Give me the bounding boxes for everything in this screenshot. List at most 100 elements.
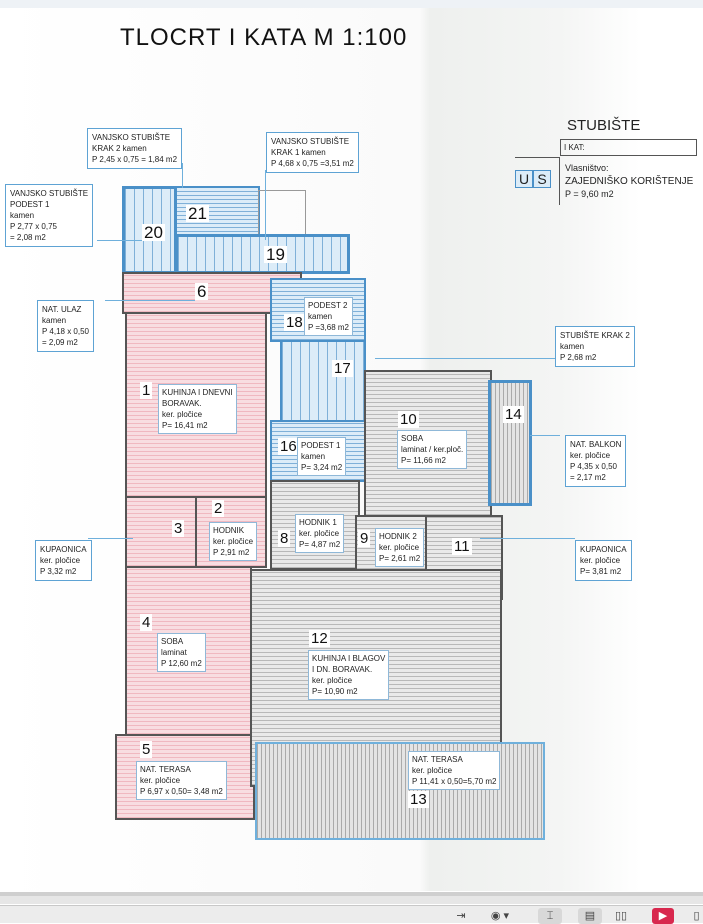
room-number: 17 <box>332 360 353 377</box>
room-number: 16 <box>278 438 299 455</box>
callout-line: kamen <box>10 211 35 220</box>
label-line: ker. pločice <box>299 529 340 538</box>
callout-line: NAT. BALKON <box>570 440 622 449</box>
callout-line: STUBIŠTE KRAK 2 <box>560 331 630 340</box>
room-number: 9 <box>358 530 371 547</box>
label-line: laminat <box>161 648 187 657</box>
callout-line: P= 3,81 m2 <box>580 567 622 576</box>
horizontal-scrollbar[interactable] <box>0 892 703 904</box>
legend-floor: I KAT: <box>560 139 697 156</box>
leader-line <box>530 435 560 436</box>
room-number: 13 <box>408 791 429 808</box>
callout-line: P 3,32 m2 <box>40 567 77 576</box>
fit-page-icon[interactable]: ⌶ <box>538 908 562 924</box>
room-13-area <box>255 742 545 840</box>
callout-line: P 2,68 m2 <box>560 353 597 362</box>
label-line: HODNIK 1 <box>299 518 337 527</box>
callout-line: = 2,09 m2 <box>42 338 78 347</box>
room-number: 10 <box>398 411 419 428</box>
top-strip <box>0 0 703 8</box>
badge-s: S <box>533 170 551 188</box>
callout-line: ker. pločice <box>40 556 81 565</box>
callout-kupaonica-3: KUPAONICA ker. pločice P 3,32 m2 <box>35 540 92 581</box>
room-3-area <box>125 496 197 568</box>
callout-line: VANJSKO STUBIŠTE <box>10 189 89 198</box>
label-line: P= 11,66 m2 <box>401 456 446 465</box>
room-number: 18 <box>284 314 305 331</box>
viewer-toolbar: ⇥ ◉ ▾ ⌶ ▤ ▯▯ ▶ ▯ <box>0 905 703 924</box>
callout-line: NAT. ULAZ <box>42 305 82 314</box>
label-line: KUHINJA I BLAGOV <box>312 654 386 663</box>
callout-line: = 2,08 m2 <box>10 233 46 242</box>
room-14-area <box>488 380 532 506</box>
callout-line: KUPAONICA <box>40 545 87 554</box>
single-page-icon[interactable]: ▤ <box>578 908 602 924</box>
label-line: ker. pločice <box>379 543 420 552</box>
room-label-18: PODEST 2 kamen P =3,68 m2 <box>304 297 353 336</box>
room-number: 4 <box>140 614 153 631</box>
room-19-area <box>175 234 350 274</box>
callout-line: KRAK 2 kamen <box>92 144 147 153</box>
label-line: BORAVAK. <box>162 399 202 408</box>
label-line: NAT. TERASA <box>140 765 191 774</box>
room-number: 1 <box>140 382 153 399</box>
ownership-area: P = 9,60 m2 <box>565 189 614 199</box>
room-number: 3 <box>172 520 185 537</box>
legend-divider <box>515 157 560 158</box>
callout-line: VANJSKO STUBIŠTE <box>271 137 350 146</box>
callout-line: VANJSKO STUBIŠTE <box>92 133 171 142</box>
leader-line <box>105 300 195 301</box>
room-number: 5 <box>140 741 153 758</box>
ownership-value: ZAJEDNIŠKO KORIŠTENJE <box>565 176 694 187</box>
callout-line: P 4,35 x 0,50 <box>570 462 617 471</box>
label-line: PODEST 2 <box>308 301 348 310</box>
legend-vline <box>559 157 560 205</box>
eye-icon[interactable]: ◉ ▾ <box>490 910 510 922</box>
label-line: ker. pločice <box>162 410 203 419</box>
room-17-area <box>280 340 366 422</box>
label-line: kamen <box>308 312 333 321</box>
callout-line: = 2,17 m2 <box>570 473 606 482</box>
label-line: P= 16,41 m2 <box>162 421 208 430</box>
callout-line: PODEST 1 <box>10 200 50 209</box>
sign-in-icon[interactable]: ⇥ <box>456 910 466 922</box>
label-line: P 6,97 x 0,50= 3,48 m2 <box>140 787 223 796</box>
label-line: P =3,68 m2 <box>308 323 349 332</box>
callout-line: P 4,68 x 0,75 =3,51 m2 <box>271 159 354 168</box>
label-line: SOBA <box>401 434 424 443</box>
label-line: laminat / ker.ploč. <box>401 445 464 454</box>
document-page: TLOCRT I KATA M 1:100 STUBIŠTE I KAT: U … <box>0 0 703 891</box>
ownership-label: Vlasništvo: <box>565 163 609 173</box>
room-20-area <box>122 186 177 274</box>
label-line: P 2,91 m2 <box>213 548 250 557</box>
callout-line: kamen <box>560 342 585 351</box>
callout-line: P 4,18 x 0,50 <box>42 327 89 336</box>
legend-heading: STUBIŠTE <box>567 117 641 134</box>
callout-line: ker. pločice <box>580 556 621 565</box>
room-number: 19 <box>264 245 287 264</box>
label-line: SOBA <box>161 637 184 646</box>
leader-line <box>97 240 157 241</box>
badge-u: U <box>515 170 533 188</box>
more-icon[interactable]: ▯ <box>693 910 700 922</box>
callout-line: P 2,45 x 0,75 = 1,84 m2 <box>92 155 178 164</box>
label-line: NAT. TERASA <box>412 755 463 764</box>
two-page-icon[interactable]: ▯▯ <box>614 910 628 922</box>
plan-title: TLOCRT I KATA M 1:100 <box>120 24 408 51</box>
room-label-10: SOBA laminat / ker.ploč. P= 11,66 m2 <box>397 430 468 469</box>
callout-line: KUPAONICA <box>580 545 627 554</box>
room-number: 20 <box>142 223 165 242</box>
leader-line <box>88 538 133 539</box>
present-icon[interactable]: ▶ <box>652 908 674 924</box>
room-number: 12 <box>309 630 330 647</box>
label-line: ker. pločice <box>412 766 453 775</box>
label-line: kamen <box>301 452 326 461</box>
